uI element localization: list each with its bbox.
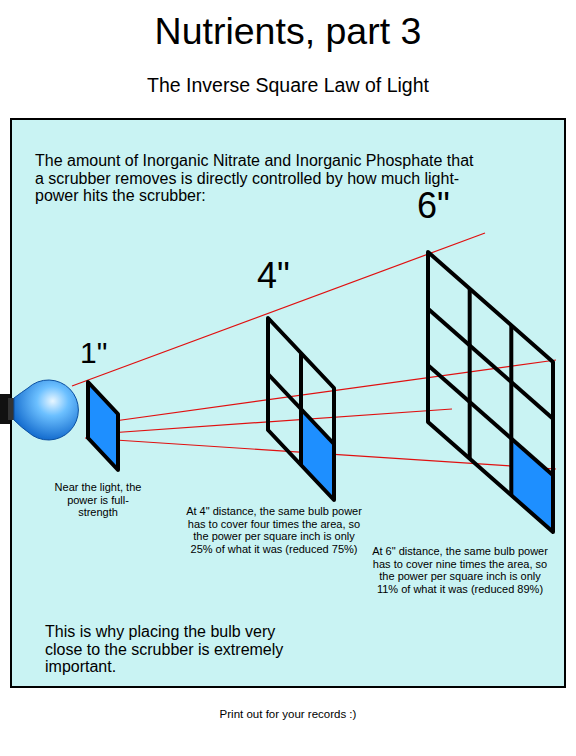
grid-6-inch (428, 252, 553, 532)
conclusion-text: This is why placing the bulb very close … (45, 623, 315, 676)
light-bulb (0, 380, 78, 440)
note-text: Near the light, the power is full-streng… (50, 481, 146, 519)
note-text: At 6" distance, the same bulb power has … (368, 545, 552, 596)
distance-label: 4" (257, 256, 327, 296)
square-1-inch (88, 382, 118, 470)
note-text: At 4" distance, the same bulb power has … (186, 505, 362, 556)
grid-4-inch (268, 318, 334, 500)
page-title: Nutrients, part 3 (0, 10, 576, 53)
subtitle: The Inverse Square Law of Light (0, 74, 576, 96)
distance-label: 6" (417, 186, 487, 226)
distance-label: 1" (80, 336, 140, 369)
footer-note: Print out for your records :) (0, 708, 576, 721)
